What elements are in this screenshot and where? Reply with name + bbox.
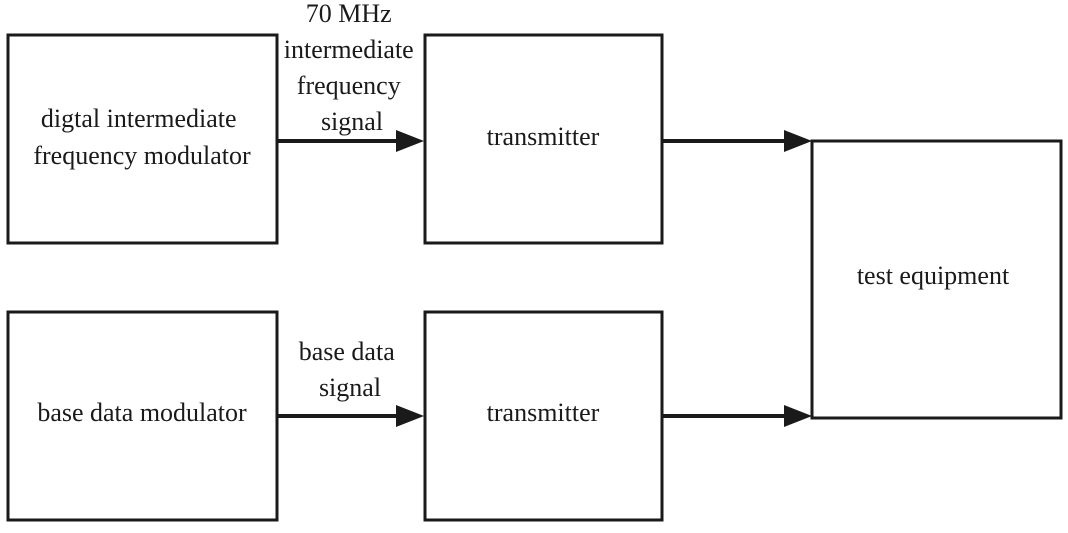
arrow-modulator-to-transmitter-top — [277, 130, 424, 152]
transmitter-top-block — [423, 33, 664, 245]
base-data-modulator-label: base data modulator — [37, 398, 247, 427]
test-equipment-label: test equipment — [857, 261, 1010, 290]
base-data-modulator-block — [6, 310, 279, 522]
transmitter-bottom-label: transmitter — [487, 398, 600, 427]
test-equipment-block — [810, 139, 1063, 420]
digital-if-modulator-label: digtal intermediate frequency modulator — [33, 104, 251, 170]
arrow-transmitter-bottom-to-test-equipment — [662, 405, 812, 427]
digital-if-modulator-block — [6, 33, 279, 245]
arrow-transmitter-top-to-test-equipment — [662, 130, 812, 152]
signal-label-top: 70 MHz intermediate frequency signal — [284, 0, 420, 136]
signal-label-bottom: base data signal — [299, 337, 402, 402]
transmitter-top-label: transmitter — [487, 122, 600, 151]
transmitter-bottom-block — [423, 310, 664, 522]
arrow-base-modulator-to-transmitter-bottom — [277, 405, 424, 427]
